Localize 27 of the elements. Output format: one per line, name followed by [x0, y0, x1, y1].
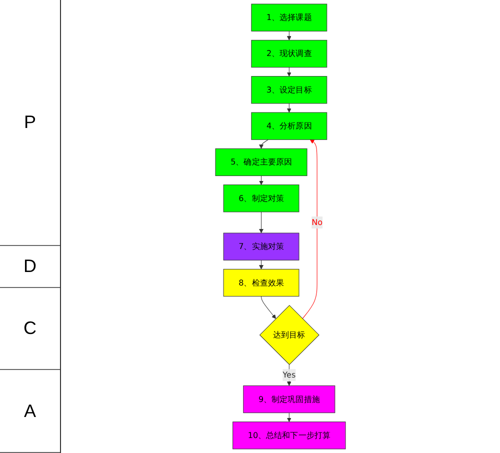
edge-label: No [312, 217, 323, 227]
phase-label: D [24, 256, 36, 277]
arrow [259, 176, 264, 186]
phase-label: P [24, 112, 36, 133]
arrow [286, 412, 292, 422]
node-box: 2、现状调查 [251, 40, 328, 68]
arrow [261, 296, 276, 319]
phase-label: C [24, 318, 36, 340]
node-box: 4、分析原因 [251, 112, 328, 140]
arrow [259, 260, 264, 270]
arrow [259, 212, 264, 234]
arrow [286, 30, 292, 40]
node-box: 6、制定对策 [223, 184, 300, 212]
node-box: 9、制定巩固措施 [243, 385, 336, 414]
node-diamond: 达到目标 [260, 305, 320, 365]
node-box: 8、检查效果 [223, 268, 300, 297]
node-box: 5、确定主要原因 [215, 148, 308, 176]
phase-label: A [24, 400, 36, 422]
arrow [302, 139, 318, 319]
node-box: 7、实施对策 [223, 232, 300, 260]
arrow [286, 67, 292, 77]
node-box: 1、选择课题 [251, 4, 328, 32]
edge-label: Yes [282, 370, 296, 380]
node-box: 3、设定目标 [251, 76, 328, 104]
node-box: 10、总结和下一步打算 [232, 422, 346, 450]
arrow [286, 103, 292, 113]
arrow [259, 139, 268, 149]
